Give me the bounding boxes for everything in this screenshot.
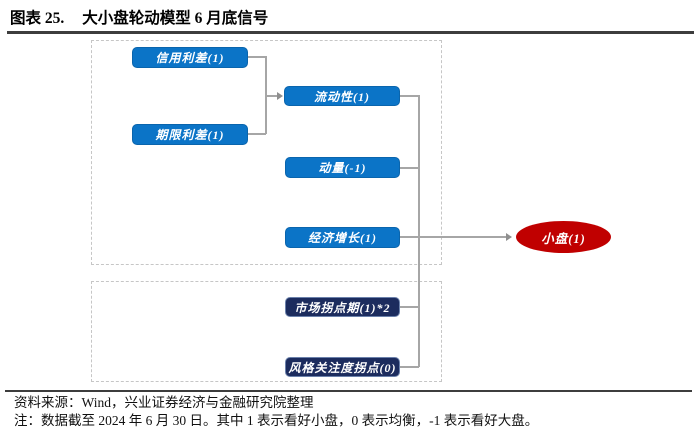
connector-trunk [418,95,420,367]
connector-style-stub [400,366,419,368]
figure-title: 图表 25. 大小盘轮动模型 6 月底信号 [10,6,268,28]
connector-term-stub [248,133,266,135]
connector-turning-stub [400,306,419,308]
node-credit-spread: 信用利差(1) [132,47,248,68]
node-liquidity: 流动性(1) [284,86,400,106]
source-note: 资料来源：Wind，兴业证券经济与金融研究院整理 [14,395,314,410]
result-ellipse-small-cap: 小盘(1) [516,221,611,253]
node-momentum: 动量(-1) [285,157,400,178]
arrowhead-result-icon [506,232,512,241]
footer: 资料来源：Wind，兴业证券经济与金融研究院整理 注：数据截至 2024 年 6… [14,394,694,429]
factor-group-box-lower [91,281,442,382]
arrowhead-liquidity-icon [277,91,283,100]
connector-momentum-stub [400,167,419,169]
data-note: 注：数据截至 2024 年 6 月 30 日。其中 1 表示看好小盘，0 表示均… [14,412,539,428]
footer-divider [5,390,692,392]
node-term-spread: 期限利差(1) [132,124,248,145]
connector-to-liquidity [265,95,278,97]
figure-number: 图表 25. [10,10,65,27]
node-style-attention-turning: 风格关注度拐点(0) [285,357,400,377]
connector-credit-stub [248,56,266,58]
node-market-turning-period: 市场拐点期(1)*2 [285,297,400,317]
connector-to-result [400,236,507,238]
node-economic-growth: 经济增长(1) [285,227,400,248]
connector-liquidity-stub [400,95,419,97]
title-divider [7,31,694,34]
figure-title-text: 大小盘轮动模型 6 月底信号 [82,10,269,27]
factor-group-box-upper [91,40,442,265]
